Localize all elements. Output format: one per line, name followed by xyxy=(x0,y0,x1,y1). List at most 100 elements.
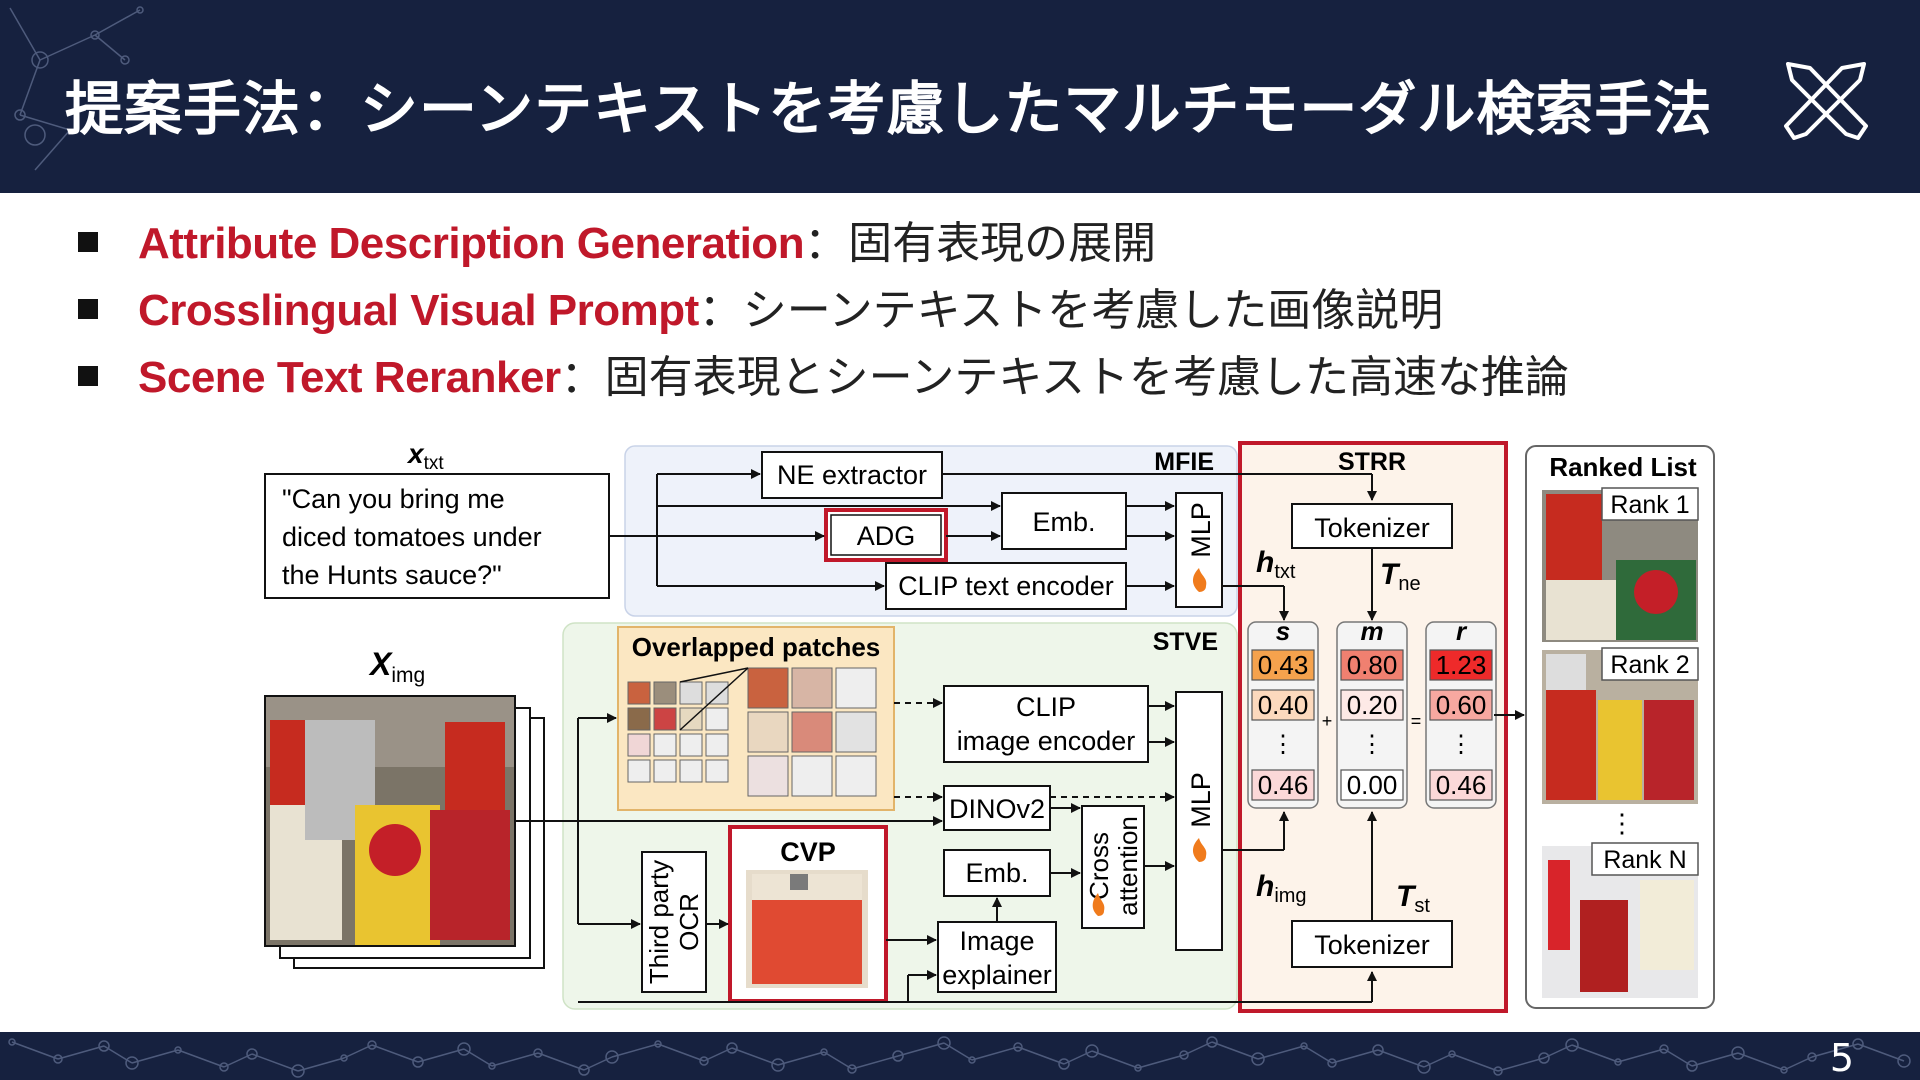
bullet-text: ：固有表現とシーンテキストを考慮した高速な推論 xyxy=(560,352,1570,403)
cvp-label: CVP xyxy=(780,837,836,867)
bullet-text: ：シーンテキストを考慮した画像説明 xyxy=(698,285,1444,336)
adg-label: ADG xyxy=(857,521,916,551)
t-st-symbol: Tst xyxy=(1396,880,1430,917)
score-column-symbol: s xyxy=(1276,616,1290,646)
bullet-highlight: Crosslingual Visual Prompt xyxy=(138,286,699,335)
score-value: 0.40 xyxy=(1258,690,1309,720)
rank-2-label: Rank 2 xyxy=(1610,651,1689,679)
bullet-item: Attribute Description Generation：固有表現の展開 xyxy=(78,214,1569,281)
bullet-item: Crosslingual Visual Prompt：シーンテキストを考慮した画… xyxy=(78,281,1569,348)
query-line: "Can you bring me xyxy=(282,484,505,514)
overlapped-patches-label: Overlapped patches xyxy=(632,632,881,662)
tokenizer-top-box xyxy=(1291,503,1453,549)
query-line: diced tomatoes under xyxy=(282,522,542,552)
network-pattern-decoration xyxy=(9,6,144,171)
score-vdots: ⋮ xyxy=(1449,731,1473,758)
image-mlp-box xyxy=(1175,691,1223,951)
input-image-symbol: Ximg xyxy=(368,646,425,687)
fire-icon xyxy=(1092,893,1105,916)
query-line: the Hunts sauce?" xyxy=(282,560,502,590)
clip-text-encoder-box xyxy=(885,562,1127,610)
rank-1-label: Rank 1 xyxy=(1610,491,1689,519)
crossed-tools-logo-icon xyxy=(1784,62,1868,140)
score-vdots: ⋮ xyxy=(1360,731,1384,758)
text-emb-label: Emb. xyxy=(1032,507,1095,537)
score-value: 0.00 xyxy=(1347,770,1398,800)
bullet-highlight: Attribute Description Generation xyxy=(138,219,805,268)
query-text-box xyxy=(264,473,610,599)
rank-n-badge xyxy=(1591,842,1699,876)
score-cell xyxy=(1340,769,1404,801)
score-cell xyxy=(1251,649,1315,681)
dinov2-label: DINOv2 xyxy=(949,794,1045,824)
t-ne-symbol: Tne xyxy=(1380,558,1421,595)
score-value: 1.23 xyxy=(1436,650,1487,680)
bullet-item: Scene Text Reranker：固有表現とシーンテキストを考慮した高速な… xyxy=(78,348,1569,415)
score-cell xyxy=(1251,689,1315,721)
image-emb-label: Emb. xyxy=(965,858,1028,888)
text-emb-box xyxy=(1001,492,1127,550)
cross-attention-label: attention xyxy=(1113,816,1143,916)
bullet-square-icon xyxy=(78,299,98,319)
score-value: 0.46 xyxy=(1436,770,1487,800)
score-cell xyxy=(1340,689,1404,721)
dinov2-box xyxy=(943,785,1051,831)
score-cell xyxy=(1340,649,1404,681)
bullet-text: ：固有表現の展開 xyxy=(804,218,1157,269)
clip-text-encoder-label: CLIP text encoder xyxy=(898,571,1114,601)
image-explainer-box xyxy=(937,921,1057,993)
input-image-stack xyxy=(264,695,545,969)
plus-sign: + xyxy=(1322,711,1333,731)
score-cell xyxy=(1429,649,1493,681)
h-txt-symbol: htxt xyxy=(1256,546,1296,583)
clip-image-encoder-label: CLIP xyxy=(1016,692,1076,722)
score-cell xyxy=(1251,769,1315,801)
cvp-image xyxy=(746,870,868,988)
tokenizer-bottom-label: Tokenizer xyxy=(1314,930,1430,960)
fire-icon xyxy=(1192,838,1207,862)
cross-attention-box xyxy=(1081,805,1145,929)
slide-title: 提案手法：シーンテキストを考慮したマルチモーダル検索手法 xyxy=(65,75,1713,143)
score-vdots: ⋮ xyxy=(1271,731,1295,758)
tokenizer-top-label: Tokenizer xyxy=(1314,513,1430,543)
image-mlp-label: MLP xyxy=(1186,772,1216,828)
slide-footer xyxy=(0,1032,1920,1080)
slide-header: 提案手法：シーンテキストを考慮したマルチモーダル検索手法 xyxy=(0,0,1920,193)
score-columns: s0.430.400.46⋮m0.800.200.00⋮r1.230.600.4… xyxy=(1247,616,1497,809)
score-value: 0.20 xyxy=(1347,690,1398,720)
rank-1-badge xyxy=(1601,487,1699,521)
strr-label: STRR xyxy=(1338,448,1406,476)
input-text-symbol: xtxt xyxy=(406,438,444,474)
ocr-label: Third party xyxy=(644,860,674,984)
ranked-list-title: Ranked List xyxy=(1549,452,1697,482)
patch-grid xyxy=(627,667,877,797)
bullet-highlight: Scene Text Reranker xyxy=(138,353,561,402)
score-value: 0.60 xyxy=(1436,690,1487,720)
clip-image-encoder-box xyxy=(943,685,1149,763)
bullet-square-icon xyxy=(78,232,98,252)
mfie-label: MFIE xyxy=(1154,448,1214,476)
h-img-symbol: himg xyxy=(1256,870,1307,907)
ocr-box xyxy=(641,851,707,993)
score-column-symbol: m xyxy=(1360,616,1383,646)
ocr-label: OCR xyxy=(674,893,704,951)
bullet-list: Attribute Description Generation：固有表現の展開… xyxy=(78,214,1569,415)
ne-extractor-label: NE extractor xyxy=(777,460,927,490)
bullet-square-icon xyxy=(78,366,98,386)
score-cell xyxy=(1429,769,1493,801)
footer-network-decoration xyxy=(8,1036,1911,1078)
stve-label: STVE xyxy=(1153,628,1218,656)
image-explainer-label: explainer xyxy=(942,960,1052,990)
clip-image-encoder-label: image encoder xyxy=(957,726,1136,756)
rank-n-label: Rank N xyxy=(1603,846,1686,874)
ranked-list-vdots: ⋮ xyxy=(1609,808,1635,838)
text-mlp-label: MLP xyxy=(1186,502,1216,558)
rank-2-badge xyxy=(1601,647,1699,681)
score-column-symbol: r xyxy=(1456,616,1468,646)
equals-sign: = xyxy=(1411,711,1422,731)
cross-attention-label: Cross xyxy=(1084,832,1114,900)
image-emb-box xyxy=(943,849,1051,897)
fire-icon xyxy=(1192,568,1207,592)
score-value: 0.80 xyxy=(1347,650,1398,680)
